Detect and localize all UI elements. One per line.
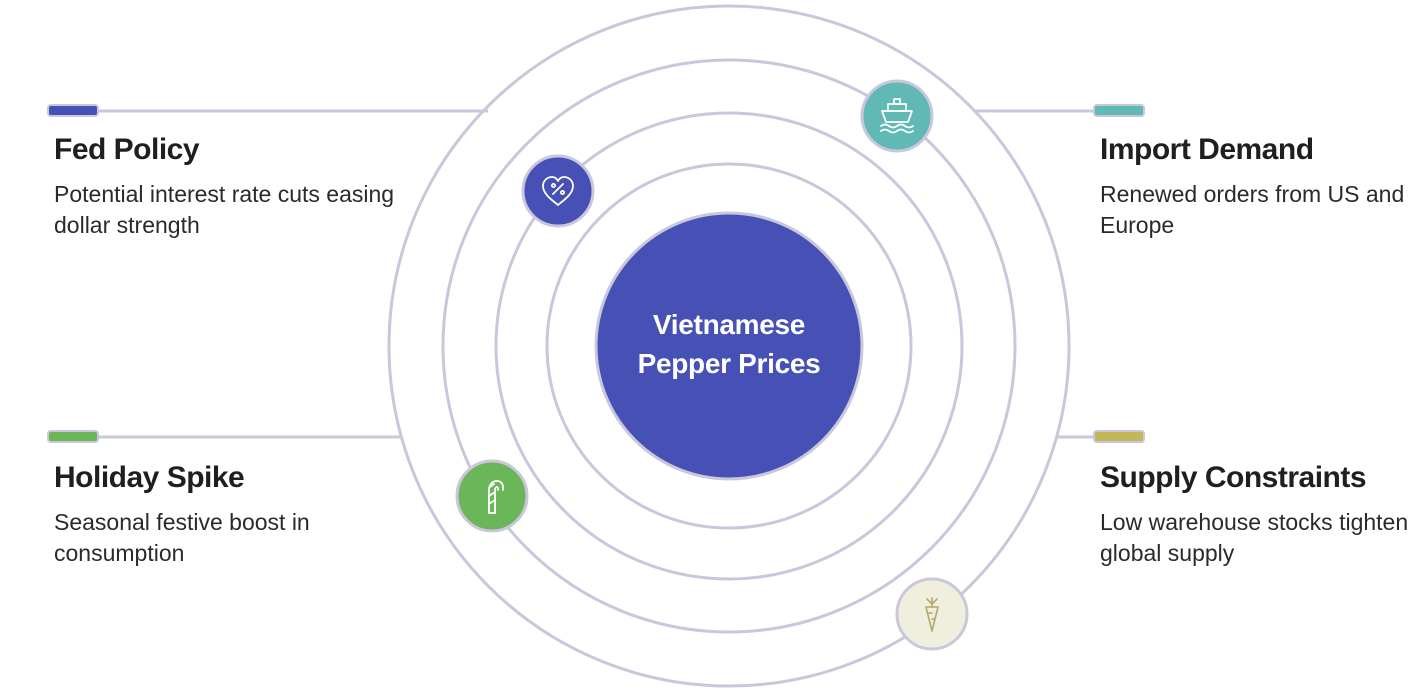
factor-title: Supply Constraints [1100, 461, 1367, 494]
orbit-rings [387, 4, 1071, 688]
connector-lines [98, 109, 1094, 439]
center-title-text: Vietnamese Pepper Prices [637, 309, 821, 379]
orbit-ring-4 [545, 162, 913, 530]
factor-card-import-demand: Import Demand Renewed orders from US and… [1100, 133, 1410, 241]
factor-card-supply-constraints: Supply Constraints Low warehouse stocks … [1100, 461, 1410, 569]
heart-percent-icon [521, 154, 595, 228]
center-circle [594, 211, 864, 481]
factor-title: Import Demand [1100, 133, 1314, 166]
factor-description: Potential interest rate cuts easing doll… [54, 181, 395, 238]
ship-icon [860, 79, 934, 153]
center-title: Vietnamese Pepper Prices [597, 212, 861, 476]
marker-fed-policy [47, 104, 99, 117]
marker-import-demand [1093, 104, 1145, 117]
factor-description: Low warehouse stocks tighten global supp… [1100, 509, 1409, 566]
factor-card-holiday-spike: Holiday Spike Seasonal festive boost in … [54, 461, 399, 569]
marker-holiday-spike [47, 430, 99, 443]
candy-cane-icon [455, 459, 529, 533]
marker-supply-constraints [1093, 430, 1145, 443]
carrot-icon [895, 577, 969, 651]
factor-title: Fed Policy [54, 133, 200, 166]
orbit-ring-2 [441, 58, 1017, 634]
factor-card-fed-policy: Fed Policy Potential interest rate cuts … [54, 133, 399, 241]
orbit-ring-3 [494, 111, 964, 581]
factor-description: Seasonal festive boost in consumption [54, 509, 310, 566]
factor-title: Holiday Spike [54, 461, 245, 494]
orbit-ring-1 [387, 4, 1071, 688]
factor-description: Renewed orders from US and Europe [1100, 181, 1405, 238]
